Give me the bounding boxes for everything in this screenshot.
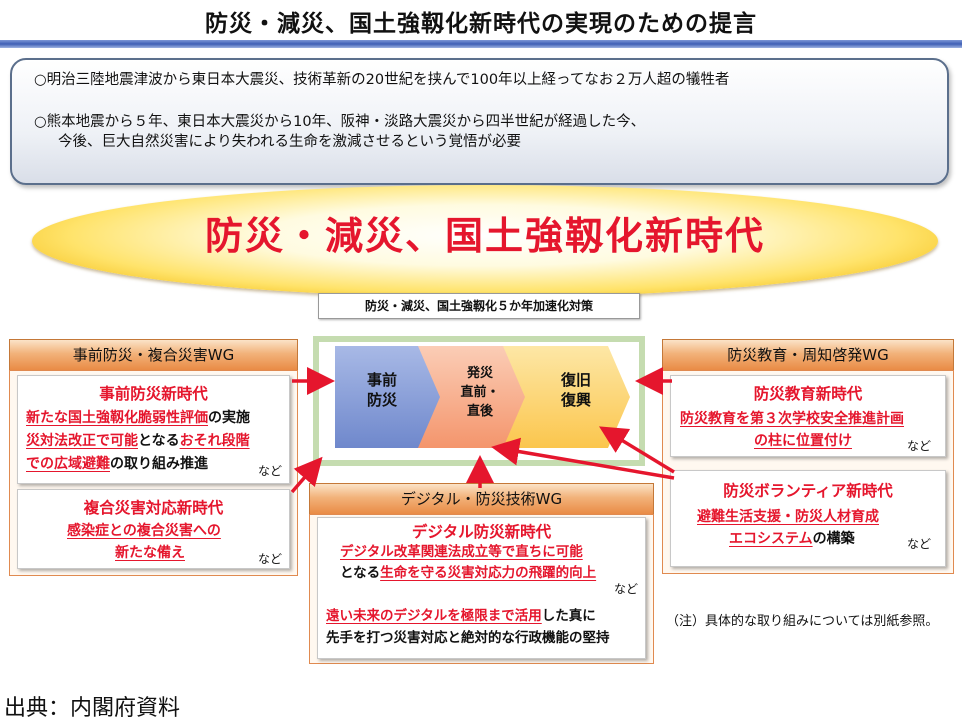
- text-span: となる: [138, 433, 180, 449]
- step-response-line: 直前・: [460, 385, 500, 400]
- right-card-title: 防災ボランティア新時代: [723, 482, 893, 500]
- step-recovery-line: 復旧: [560, 371, 591, 389]
- step-preparation-chevron: [335, 346, 444, 448]
- left-card-line: 感染症との複合災害への: [67, 521, 221, 541]
- arrow-volunteer-recovery: [599, 426, 675, 474]
- step-preparation-line: 事前: [366, 371, 397, 389]
- text-span: おそれ段階: [179, 433, 250, 449]
- arrow-left-compound: [290, 456, 323, 494]
- right-card-education: 防災教育新時代 防災教育を第３次学校安全推進計画 の柱に位置付け など: [670, 375, 946, 457]
- title-divider: [0, 40, 962, 48]
- text-span: 新たな備え: [115, 545, 185, 561]
- left-card-line: 新たな国土強靱化脆弱性評価の実施: [26, 408, 250, 428]
- right-card-line: の柱に位置付け: [754, 431, 852, 451]
- banner-ellipse: [32, 185, 938, 297]
- etc-label: など: [258, 464, 283, 478]
- text-span: の柱に位置付け: [754, 433, 852, 449]
- step-response-label: 発災 直前・ 直後: [450, 364, 510, 421]
- intro-line-1: ○明治三陸地震津波から東日本大震災、技術革新の20世紀を挟んで100年以上経って…: [34, 72, 730, 88]
- center-wg-header: デジタル・防災技術WG: [309, 483, 654, 515]
- left-card-preparation: 事前防災新時代 新たな国土強靱化脆弱性評価の実施 災対法改正で可能となるおそれ段…: [17, 375, 290, 484]
- text-span: デジタル改革関連法成立等で直ちに可能: [340, 544, 583, 560]
- left-card-line: 新たな備え: [115, 543, 185, 563]
- step-response-chevron: [418, 346, 529, 448]
- center-card-digital: デジタル防災新時代 デジタル改革関連法成立等で直ちに可能 となる生命を守る災害対…: [317, 517, 646, 659]
- text-span: 生命を守る災害対応力の飛躍的向上: [380, 565, 597, 581]
- left-card-title: 複合災害対応新時代: [83, 499, 224, 517]
- step-recovery-chevron: [503, 346, 630, 448]
- step-recovery-label: 復旧 復興: [546, 370, 606, 410]
- text-span: 災対法改正で可能: [26, 433, 138, 449]
- right-card-line: エコシステムの構築: [729, 529, 855, 549]
- text-span: 感染症との複合災害への: [67, 523, 221, 539]
- etc-label: など: [907, 439, 932, 453]
- right-card-volunteer: 防災ボランティア新時代 避難生活支援・防災人材育成 エコシステムの構築 など: [670, 470, 946, 567]
- step-response-line: 直後: [466, 404, 493, 419]
- center-card-title: デジタル防災新時代: [411, 523, 552, 541]
- right-wg-header: 防災教育・周知啓発WG: [662, 339, 954, 371]
- text-span: 避難生活支援・防災人材育成: [697, 509, 879, 525]
- intro-line-2: ○熊本地震から５年、東日本大震災から10年、阪神・淡路大震災から四半世紀が経過し…: [34, 114, 646, 130]
- text-span: の取り組み推進: [110, 456, 208, 472]
- source-caption: 出典：内閣府資料: [4, 696, 181, 721]
- etc-label: など: [614, 582, 639, 596]
- text-span: 新たな国土強靱化脆弱性評価: [26, 410, 208, 426]
- left-card-title: 事前防災新時代: [99, 385, 208, 403]
- text-span: での広域避難: [26, 456, 110, 472]
- text-span: の実施: [208, 410, 250, 426]
- right-card-line: 防災教育を第３次学校安全推進計画: [680, 409, 904, 429]
- center-card-line: 遠い未来のデジタルを極限まで活用した真に: [326, 606, 596, 626]
- text-span: した真に: [541, 608, 596, 624]
- center-card-line: 先手を打つ災害対応と絶対的な行政機能の堅持: [326, 630, 610, 646]
- arrow-volunteer-response: [491, 437, 675, 480]
- banner-title: 防災・減災、国土強靱化新時代: [204, 214, 765, 258]
- step-preparation-label: 事前 防災: [352, 370, 412, 410]
- center-card-line: となる生命を守る災害対応力の飛躍的向上: [340, 563, 596, 583]
- text-span: 防災教育を第３次学校安全推進計画: [680, 411, 904, 427]
- right-card-line: 避難生活支援・防災人材育成: [697, 507, 879, 527]
- footnote: （注）具体的な取り組みについては別紙参照。: [666, 614, 939, 629]
- right-card-title: 防災教育新時代: [753, 385, 863, 403]
- step-recovery-line: 復興: [560, 391, 591, 409]
- text-span: となる: [340, 565, 381, 581]
- left-card-compound: 複合災害対応新時代 感染症との複合災害への 新たな備え など: [17, 489, 290, 569]
- page-title: 防災・減災、国土強靱化新時代の実現のための提言: [205, 11, 757, 37]
- step-preparation-line: 防災: [366, 391, 397, 409]
- left-card-line: での広域避難の取り組み推進: [26, 454, 208, 474]
- intro-line-3: 今後、巨大自然災害により失われる生命を激減させるという覚悟が必要: [58, 134, 521, 150]
- text-span: の構築: [812, 531, 855, 547]
- accel-measures-label: 防災・減災、国土強靱化５か年加速化対策: [318, 293, 640, 319]
- etc-label: など: [258, 552, 283, 566]
- text-span: エコシステム: [729, 531, 813, 547]
- etc-label: など: [907, 537, 932, 551]
- intro-box: ○明治三陸地震津波から東日本大震災、技術革新の20世紀を挟んで100年以上経って…: [10, 58, 949, 185]
- left-card-line: 災対法改正で可能となるおそれ段階: [26, 431, 250, 451]
- step-response-line: 発災: [466, 366, 493, 381]
- center-card-line: デジタル改革関連法成立等で直ちに可能: [340, 542, 583, 562]
- text-span: 遠い未来のデジタルを極限まで活用: [326, 608, 542, 624]
